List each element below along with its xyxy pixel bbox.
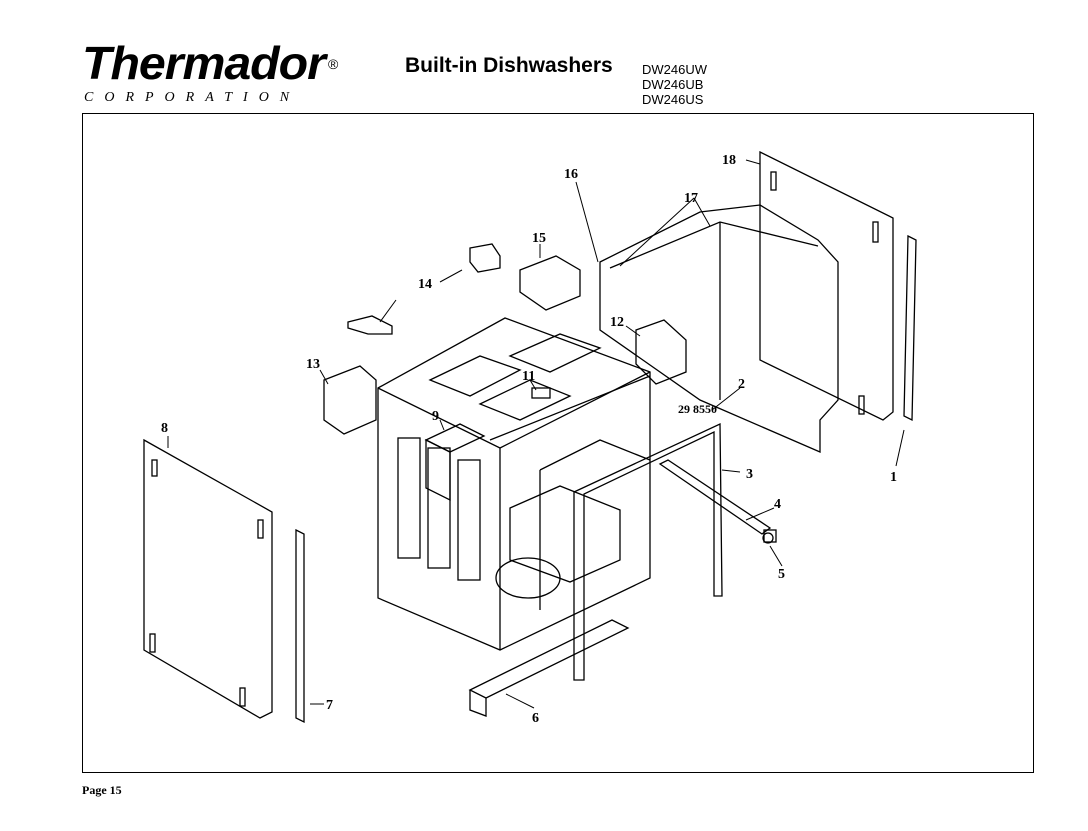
part-4-tube xyxy=(658,459,774,544)
model-number: DW246UB xyxy=(642,77,704,92)
brand-logo: Thermador ® CORPORATION xyxy=(82,40,338,106)
callout-5: 5 xyxy=(778,567,785,582)
callout-3: 3 xyxy=(746,467,753,482)
callout-17: 17 xyxy=(684,191,698,206)
part-number-note: 29 8550 xyxy=(678,402,717,416)
model-number: DW246UW xyxy=(642,62,708,77)
part-18-rear-panel xyxy=(759,150,894,421)
callout-16: 16 xyxy=(564,167,578,182)
part-12-bracket xyxy=(635,319,687,385)
callout-12: 12 xyxy=(610,315,624,330)
part-8-side-panel xyxy=(143,438,273,719)
part-15-bracket xyxy=(519,255,581,311)
callout-8: 8 xyxy=(161,421,168,436)
part-14-plates xyxy=(347,243,501,335)
part-7-left-trim xyxy=(295,528,305,724)
callout-1: 1 xyxy=(890,470,897,485)
part-6-bottom-rail xyxy=(468,619,630,717)
part-5-cap xyxy=(763,529,777,543)
part-3-front-frame xyxy=(489,375,723,681)
callout-7: 7 xyxy=(326,698,333,713)
callout-13: 13 xyxy=(306,357,320,372)
callout-11: 11 xyxy=(522,369,535,384)
part-1-right-trim xyxy=(903,234,917,422)
part-11-clip xyxy=(531,387,551,399)
callout-14: 14 xyxy=(418,277,432,292)
callout-9: 9 xyxy=(432,409,439,424)
diagram-frame xyxy=(82,113,1034,773)
part-17-insulation xyxy=(599,204,839,453)
brand-corporation: CORPORATION xyxy=(84,90,301,105)
callout-2: 2 xyxy=(738,377,745,392)
callout-4: 4 xyxy=(774,497,781,512)
tub-assembly xyxy=(377,317,651,651)
part-13-bracket xyxy=(323,365,377,435)
callout-15: 15 xyxy=(532,231,546,246)
page-number: Page 15 xyxy=(82,783,122,797)
model-number: DW246US xyxy=(642,92,704,107)
callout-6: 6 xyxy=(532,711,539,726)
brand-wordmark: Thermador xyxy=(82,37,326,89)
callout-leaders xyxy=(167,159,905,709)
part-9-bracket xyxy=(424,423,486,502)
registered-mark: ® xyxy=(328,56,339,72)
model-list: DW246UW DW246UB DW246US xyxy=(642,62,707,107)
callout-18: 18 xyxy=(722,153,736,168)
page-title: Built-in Dishwashers xyxy=(405,54,613,77)
